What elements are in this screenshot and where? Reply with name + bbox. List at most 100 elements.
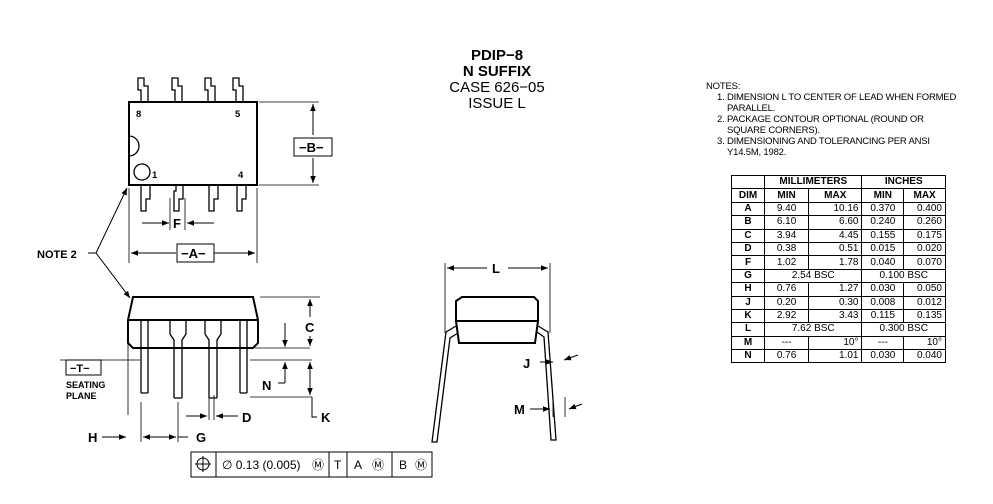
dimensions-table: MILLIMETERS INCHES DIM MIN MAX MIN MAX A… (730, 174, 946, 364)
cell-in-min: 0.015 (861, 241, 905, 257)
cell-dim: A (730, 201, 766, 217)
datum-b-ref: B (399, 458, 407, 472)
dim-j-label: J (523, 356, 530, 371)
cell-in-min: 0.370 (861, 201, 905, 217)
cell-mm-min: 6.10 (764, 215, 810, 230)
dim-d-label: D (242, 410, 251, 425)
dim-h-label: H (88, 430, 97, 445)
dim-l-label: L (492, 261, 500, 276)
blank-header (730, 174, 766, 190)
cell-mm-max: 1.01 (808, 349, 863, 364)
cell-in-max: 0.175 (903, 228, 946, 243)
cell-mm-max: 6.60 (808, 215, 863, 230)
datum-t-ref: T (334, 458, 342, 472)
cell-in-max: 0.020 (903, 241, 946, 257)
top-view (88, 77, 333, 299)
end-view (431, 263, 583, 443)
pin-8-label: 8 (136, 109, 141, 120)
cell-dim: B (730, 215, 766, 230)
plane-label: PLANE (66, 391, 97, 401)
mm-header: MILLIMETERS (764, 174, 863, 190)
cell-mm-min: 0.38 (764, 241, 810, 257)
cell-mm-min: --- (764, 335, 810, 351)
cell-in-max: 0.050 (903, 282, 946, 297)
mm-min-header: MIN (764, 188, 810, 203)
cell-mm-min: 9.40 (764, 201, 810, 217)
cell-dim: M (730, 335, 766, 351)
seating-label: SEATING (66, 380, 105, 390)
side-view (60, 297, 433, 478)
package-name: PDIP−8 (470, 47, 524, 64)
datum-a-ref: A (354, 458, 362, 472)
table-row: M---10°---10° (730, 335, 946, 351)
cell-in-min: 0.030 (861, 282, 905, 297)
cell-in-max: 0.135 (903, 308, 946, 324)
cell-mm-min: 0.76 (764, 282, 810, 297)
dim-col-header: DIM (730, 188, 766, 203)
cell-mm-min: 2.92 (764, 308, 810, 324)
notes: NOTES: 1. DIMENSION L TO CENTER OF LEAD … (706, 81, 962, 158)
cell-dim: F (730, 255, 766, 270)
dim-n-label: N (262, 378, 271, 393)
cell-dim: K (730, 308, 766, 324)
cell-mm-bsc: 7.62 BSC (764, 322, 863, 337)
cell-dim: N (730, 349, 766, 364)
cell-dim: L (730, 322, 766, 337)
cell-mm-max: 4.45 (808, 228, 863, 243)
cell-in-min: 0.155 (861, 228, 905, 243)
cell-dim: G (730, 268, 766, 284)
cell-in-max: 0.040 (903, 349, 946, 364)
cell-in-max: 0.400 (903, 201, 946, 217)
dim-k-label: K (321, 410, 331, 425)
note-2-label: NOTE 2 (37, 249, 77, 261)
cell-dim: H (730, 282, 766, 297)
datum-b-label: −B− (299, 140, 324, 155)
issue: ISSUE L (468, 95, 526, 112)
note-3: 3. DIMENSIONING AND TOLERANCING PER ANSI… (717, 136, 930, 158)
cell-mm-min: 1.02 (764, 255, 810, 270)
tolerance-value: ∅ 0.13 (0.005) (222, 458, 301, 472)
cell-mm-bsc: 2.54 BSC (764, 268, 863, 284)
modifier-m-1: Ⓜ (312, 458, 324, 472)
note-1: 1. DIMENSION L TO CENTER OF LEAD WHEN FO… (717, 92, 957, 114)
cell-mm-max: 0.51 (808, 241, 863, 257)
cell-mm-max: 10.16 (808, 201, 863, 217)
in-max-header: MAX (903, 188, 946, 203)
cell-dim: D (730, 241, 766, 257)
datum-a-label: −A− (181, 246, 206, 261)
cell-in-bsc: 0.100 BSC (861, 268, 946, 284)
pin-1-label: 1 (152, 170, 158, 181)
cell-in-min: 0.115 (861, 308, 905, 324)
note-2: 2. PACKAGE CONTOUR OPTIONAL (ROUND OR SQ… (717, 114, 924, 136)
cell-in-min: --- (861, 335, 905, 351)
notes-heading: NOTES: (706, 81, 741, 92)
cell-mm-min: 3.94 (764, 228, 810, 243)
inches-header: INCHES (861, 174, 946, 190)
cell-mm-min: 0.76 (764, 349, 810, 364)
cell-in-min: 0.240 (861, 215, 905, 230)
cell-in-min: 0.008 (861, 295, 905, 310)
cell-mm-max: 0.30 (808, 295, 863, 310)
in-min-header: MIN (861, 188, 905, 203)
mm-max-header: MAX (808, 188, 863, 203)
cell-in-max: 0.012 (903, 295, 946, 310)
datum-t-label: −T− (70, 363, 90, 375)
cell-mm-max: 10° (808, 335, 863, 351)
dim-f-label: F (173, 216, 181, 231)
modifier-m-2: Ⓜ (372, 458, 384, 472)
case-number: CASE 626−05 (449, 79, 545, 96)
cell-mm-max: 1.27 (808, 282, 863, 297)
pin-4-label: 4 (238, 170, 244, 181)
cell-dim: C (730, 228, 766, 243)
